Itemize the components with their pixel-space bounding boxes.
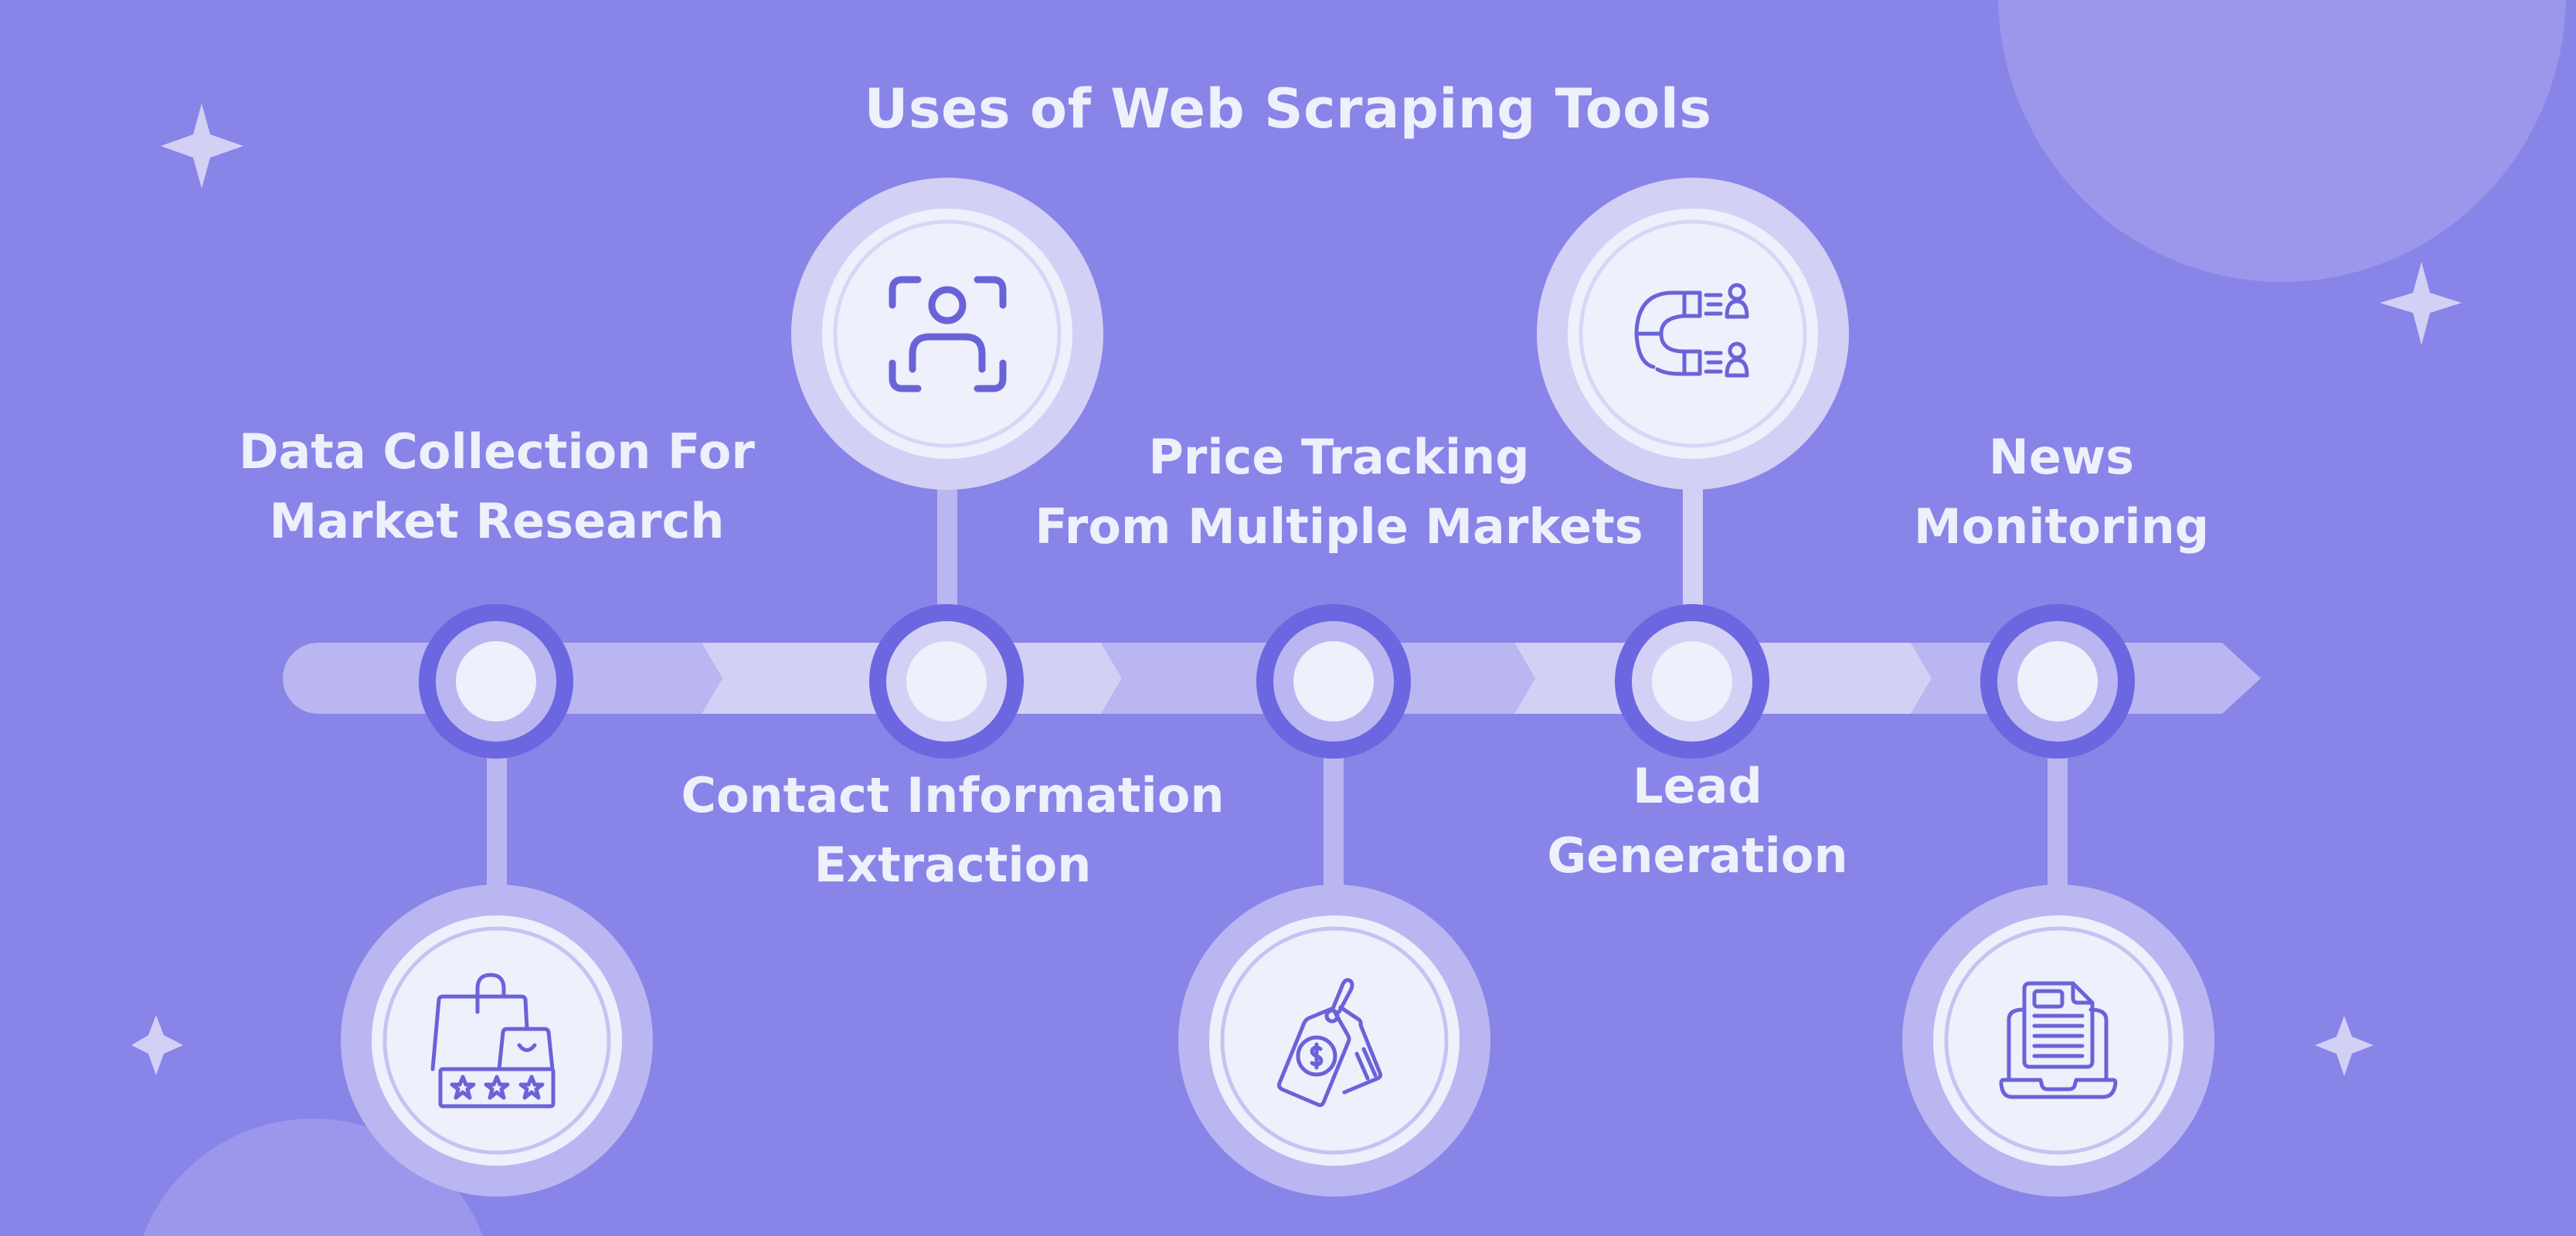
node-marker-5 — [1980, 604, 2135, 759]
step-label-1-line1: Data Collection For — [239, 423, 755, 480]
icon-circle-2 — [791, 178, 1103, 490]
face-scan-user-icon — [889, 276, 1007, 392]
connector-stems — [487, 464, 2068, 888]
icon-circle-4 — [1537, 178, 1849, 490]
laptop-document-icon — [1999, 981, 2118, 1099]
step-label-2: Contact Information Extraction — [681, 761, 1224, 900]
icon-circles — [341, 178, 2214, 1197]
step-label-5-line1: News — [1988, 429, 2135, 485]
magnet-users-icon — [1634, 283, 1749, 378]
icon-circle-3 — [1178, 885, 1490, 1197]
sparkle-icon — [161, 104, 243, 188]
step-label-3: Price Tracking From Multiple Markets — [1035, 423, 1643, 562]
step-label-4-line2: Generation — [1547, 827, 1848, 884]
step-label-1-line2: Market Research — [269, 493, 725, 549]
step-label-2-line1: Contact Information — [681, 767, 1225, 823]
node-marker-1 — [419, 604, 573, 759]
price-tag-dollar-icon — [1276, 978, 1383, 1108]
shopping-bags-rating-icon — [430, 973, 556, 1109]
step-label-3-line1: Price Tracking — [1148, 429, 1530, 485]
step-label-5: News Monitoring — [1914, 423, 2209, 562]
step-label-4: Lead Generation — [1547, 752, 1847, 891]
step-label-3-line2: From Multiple Markets — [1035, 498, 1643, 555]
node-markers — [419, 604, 2135, 759]
page-title: Uses of Web Scraping Tools — [864, 77, 1712, 141]
step-label-4-line1: Lead — [1633, 758, 1762, 814]
step-label-1: Data Collection For Market Research — [239, 417, 755, 556]
icon-circle-1 — [341, 885, 653, 1197]
sparkle-icon — [2315, 1016, 2374, 1076]
step-label-2-line2: Extraction — [814, 837, 1092, 893]
sparkles — [131, 104, 2462, 1076]
icon-circle-5 — [1902, 885, 2214, 1197]
sparkle-icon — [2380, 262, 2462, 345]
sparkle-icon — [131, 1015, 183, 1075]
step-label-5-line2: Monitoring — [1913, 498, 2210, 555]
node-marker-4 — [1615, 604, 1769, 759]
node-marker-2 — [869, 604, 1024, 759]
node-marker-3 — [1256, 604, 1411, 759]
